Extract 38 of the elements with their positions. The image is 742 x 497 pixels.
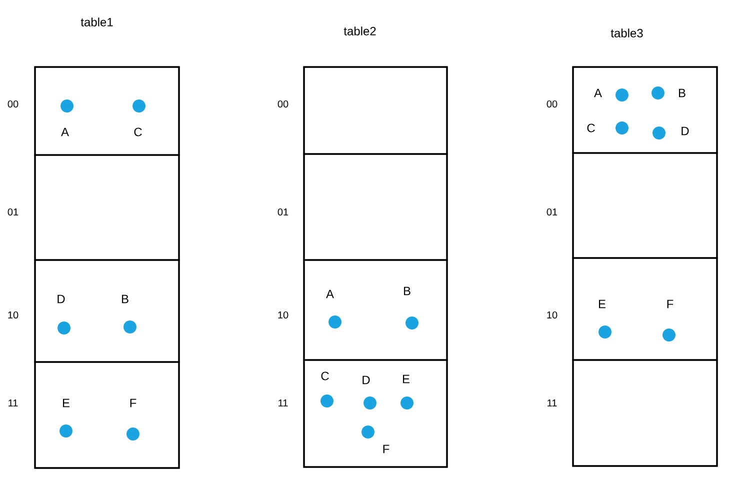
letter-label: B [122, 294, 128, 304]
letter-label: D [682, 126, 689, 136]
row-label: 00 [546, 100, 558, 108]
letter-label: D [362, 376, 370, 384]
row-label: 01 [8, 208, 18, 216]
row-label: 10 [8, 311, 18, 319]
empty-cell [34, 154, 180, 261]
letter-label: B [678, 88, 686, 98]
node-label: table3 [610, 28, 643, 38]
row-label: 01 [278, 208, 288, 216]
letter-label: F [667, 300, 674, 308]
empty-cell [572, 152, 718, 259]
row-label: 01 [546, 208, 558, 216]
empty-cell [572, 359, 718, 467]
letter-label: A [594, 88, 602, 98]
node-label: table2 [344, 26, 376, 36]
letter-label: C [321, 372, 329, 380]
row-label: 10 [278, 311, 288, 319]
letter-label: F [130, 398, 136, 408]
empty-cell [303, 66, 448, 155]
row-label: 11 [548, 400, 557, 406]
letter-label: D [58, 294, 65, 304]
row-label: 00 [8, 100, 18, 108]
letter-label: A [61, 128, 69, 136]
letter-label: C [587, 124, 595, 132]
letter-label: A [326, 290, 334, 298]
letter-label: E [63, 398, 70, 408]
row-label: 10 [547, 311, 558, 319]
empty-cell [303, 153, 448, 261]
letter-label: E [598, 300, 606, 308]
letter-label: B [404, 286, 410, 296]
row-label: 11 [8, 400, 18, 406]
letter-label: C [134, 128, 142, 136]
node-label: table1 [80, 18, 113, 26]
row-label: 11 [278, 400, 288, 406]
row-label: 00 [278, 100, 288, 108]
letter-label: F [383, 444, 390, 454]
letter-label: E [403, 374, 410, 384]
